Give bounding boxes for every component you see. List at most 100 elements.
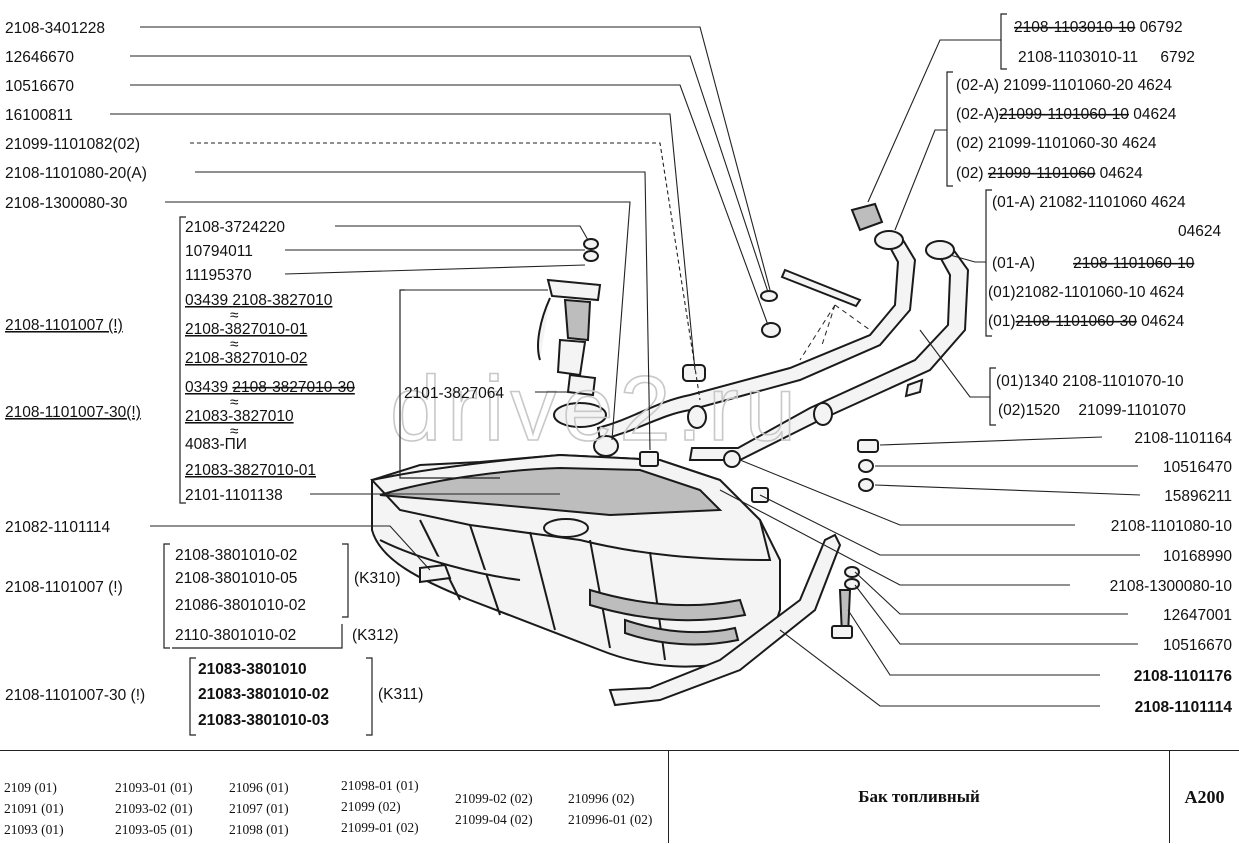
label-2108-1101164: 2108-1101164	[1134, 430, 1232, 447]
model-item: 21093-05 (01)	[115, 822, 193, 837]
label-12647001: 12647001	[1163, 607, 1232, 624]
model-column: 21099-02 (02) 21099-04 (02)	[455, 788, 533, 830]
model-column: 2109 (01) 21091 (01) 21093 (01)	[4, 777, 64, 840]
label-2108-3401228: 2108-3401228	[5, 20, 105, 37]
neck-a-2: (02-A)21099-1101060-10 04624	[956, 106, 1177, 123]
label-2108-1101114: 2108-1101114	[1135, 699, 1233, 716]
model-column: 21096 (01) 21097 (01) 21098 (01)	[229, 777, 289, 840]
page-title: Бак топливный	[858, 787, 980, 806]
neck-b-5: (01)2108-1101060-30 04624	[988, 313, 1185, 330]
label-2108-1101176: 2108-1101176	[1134, 668, 1233, 685]
pump-variant-5: 21083-3827010	[185, 408, 294, 425]
model-item: 21093-01 (01)	[115, 780, 193, 795]
fuel-tank-drawing	[370, 202, 970, 707]
model-item: 21099 (02)	[341, 799, 401, 814]
neck-a-1: (02-A) 21099-1101060-20 4624	[956, 77, 1172, 94]
watermark: drive2.ru	[390, 358, 802, 460]
neck-b-4: (01)21082-1101060-10 4624	[988, 284, 1185, 301]
equivalence-mark: ≈	[230, 394, 239, 411]
label-12646670: 12646670	[5, 49, 74, 66]
label-2108-1101080-10: 2108-1101080-10	[1111, 518, 1233, 535]
neck-a-4: (02) 21099-1101060 04624	[956, 165, 1143, 182]
label-2108-1300080-10: 2108-1300080-10	[1110, 578, 1233, 595]
label-2101-1101138: 2101-1101138	[185, 487, 283, 504]
model-item: 210996-01 (02)	[568, 812, 653, 827]
model-list: 2109 (01) 21091 (01) 21093 (01) 21093-01…	[0, 751, 668, 843]
label-2101-3827064: 2101-3827064	[404, 385, 504, 402]
tank-a-label: 2108-1101007 (!)	[5, 579, 123, 596]
cap-2: 2108-1103010-11 6792	[1018, 49, 1195, 66]
model-column: 21098-01 (01) 21099 (02) 21099-01 (02)	[341, 775, 419, 838]
right-labels: 2108-1101164 10516470 15896211 2108-1101…	[719, 430, 1233, 716]
label-21099-1101082: 21099-1101082(02)	[5, 136, 140, 153]
tank-b-item-1: 21083-3801010	[198, 661, 307, 678]
pump-variant-1: 03439 2108-3827010	[185, 292, 333, 309]
model-item: 21097 (01)	[229, 801, 289, 816]
tank-b-note-k311: (K311)	[378, 686, 423, 703]
equivalence-mark: ≈	[230, 307, 239, 324]
label-2108-3724220: 2108-3724220	[185, 219, 285, 236]
model-item: 21098 (01)	[229, 822, 289, 837]
model-column: 210996 (02) 210996-01 (02)	[568, 788, 652, 830]
cap-1: 2108-1103010-10 06792	[1014, 19, 1183, 36]
model-item: 2109 (01)	[4, 780, 57, 795]
neck-b-1: (01-A) 21082-1101060 4624	[992, 194, 1186, 211]
label-10168990: 10168990	[1163, 548, 1232, 565]
label-2108-1300080-30: 2108-1300080-30	[5, 195, 128, 212]
label-16100811: 16100811	[5, 107, 73, 124]
pump-variant-6: 4083-ПИ	[185, 436, 247, 453]
model-item: 21096 (01)	[229, 780, 289, 795]
label-10516470: 10516470	[1163, 459, 1232, 476]
parts-diagram: drive2.ru 2108-3401228 12646670 10516670…	[5, 13, 1233, 736]
vent-2: (02)1520 21099-1101070	[998, 402, 1186, 419]
label-11195370: 11195370	[185, 267, 252, 284]
pump-variant-2: 2108-3827010-01	[185, 321, 307, 338]
label-10516670-left: 10516670	[5, 78, 74, 95]
tank-a-item-4: 2110-3801010-02	[175, 627, 296, 644]
tank-b-label: 2108-1101007-30 (!)	[5, 687, 145, 704]
tank-variants-a: 2108-1101007 (!) 2108-3801010-02 2108-38…	[5, 543, 401, 649]
neck-group-a: (02-A) 21099-1101060-20 4624 (02-A)21099…	[894, 71, 1177, 231]
equivalence-mark: ≈	[230, 423, 239, 440]
model-column: 21093-01 (01) 21093-02 (01) 21093-05 (01…	[115, 777, 193, 840]
assembly-2108-1101007: 2108-1101007 (!)	[5, 317, 123, 334]
label-2108-1101080-20: 2108-1101080-20(A)	[5, 165, 147, 182]
label-15896211: 15896211	[1164, 488, 1232, 505]
page-code-cell: A200	[1170, 751, 1239, 843]
tank-b-item-2: 21083-3801010-02	[198, 686, 329, 703]
page-code: A200	[1184, 786, 1225, 807]
title-cell: Бак топливный	[668, 751, 1170, 843]
equivalence-mark: ≈	[230, 336, 239, 353]
pump-variant-7: 21083-3827010-01	[185, 462, 316, 479]
pump-variants: 03439 2108-3827010 2108-3827010-01 2108-…	[185, 292, 355, 479]
label-10516670-right: 10516670	[1163, 637, 1232, 654]
vent-1: (01)1340 2108-1101070-10	[996, 373, 1184, 390]
model-item: 21099-04 (02)	[455, 812, 533, 827]
model-item: 21099-01 (02)	[341, 820, 419, 835]
footer: 2109 (01) 21091 (01) 21093 (01) 21093-01…	[0, 750, 1239, 844]
label-21082-1101114: 21082-1101114	[5, 519, 111, 536]
label-10794011: 10794011	[185, 243, 253, 260]
tank-b-item-3: 21083-3801010-03	[198, 712, 329, 729]
pump-variant-4: 03439 2108-3827010-30	[185, 379, 355, 396]
model-item: 21099-02 (02)	[455, 791, 533, 806]
tank-a-item-3: 21086-3801010-02	[175, 597, 306, 614]
neck-a-3: (02) 21099-1101060-30 4624	[956, 135, 1157, 152]
tank-a-note-k310: (K310)	[354, 570, 401, 587]
model-item: 21093-02 (01)	[115, 801, 193, 816]
model-item: 21093 (01)	[4, 822, 64, 837]
tank-variants-b: 2108-1101007-30 (!) 21083-3801010 21083-…	[5, 657, 423, 736]
cap-group: 2108-1103010-10 06792 2108-1103010-11 67…	[867, 13, 1195, 203]
neck-b-2: 04624	[1178, 223, 1221, 240]
tank-a-item-2: 2108-3801010-05	[175, 570, 297, 587]
model-item: 21091 (01)	[4, 801, 64, 816]
left-labels: 2108-3401228 12646670 10516670 16100811 …	[5, 20, 771, 451]
neck-b-3: (01-A)2108-1101060-10	[992, 255, 1195, 272]
vent-group: (01)1340 2108-1101070-10 (02)1520 21099-…	[919, 329, 1186, 426]
neck-group-b: (01-A) 21082-1101060 4624 04624 (01-A)21…	[949, 189, 1221, 337]
pump-variant-3: 2108-3827010-02	[185, 350, 307, 367]
tank-a-note-k312: (K312)	[352, 627, 399, 644]
tank-a-item-1: 2108-3801010-02	[175, 547, 297, 564]
assembly-2108-1101007-30: 2108-1101007-30(!)	[5, 404, 141, 421]
model-item: 21098-01 (01)	[341, 778, 419, 793]
